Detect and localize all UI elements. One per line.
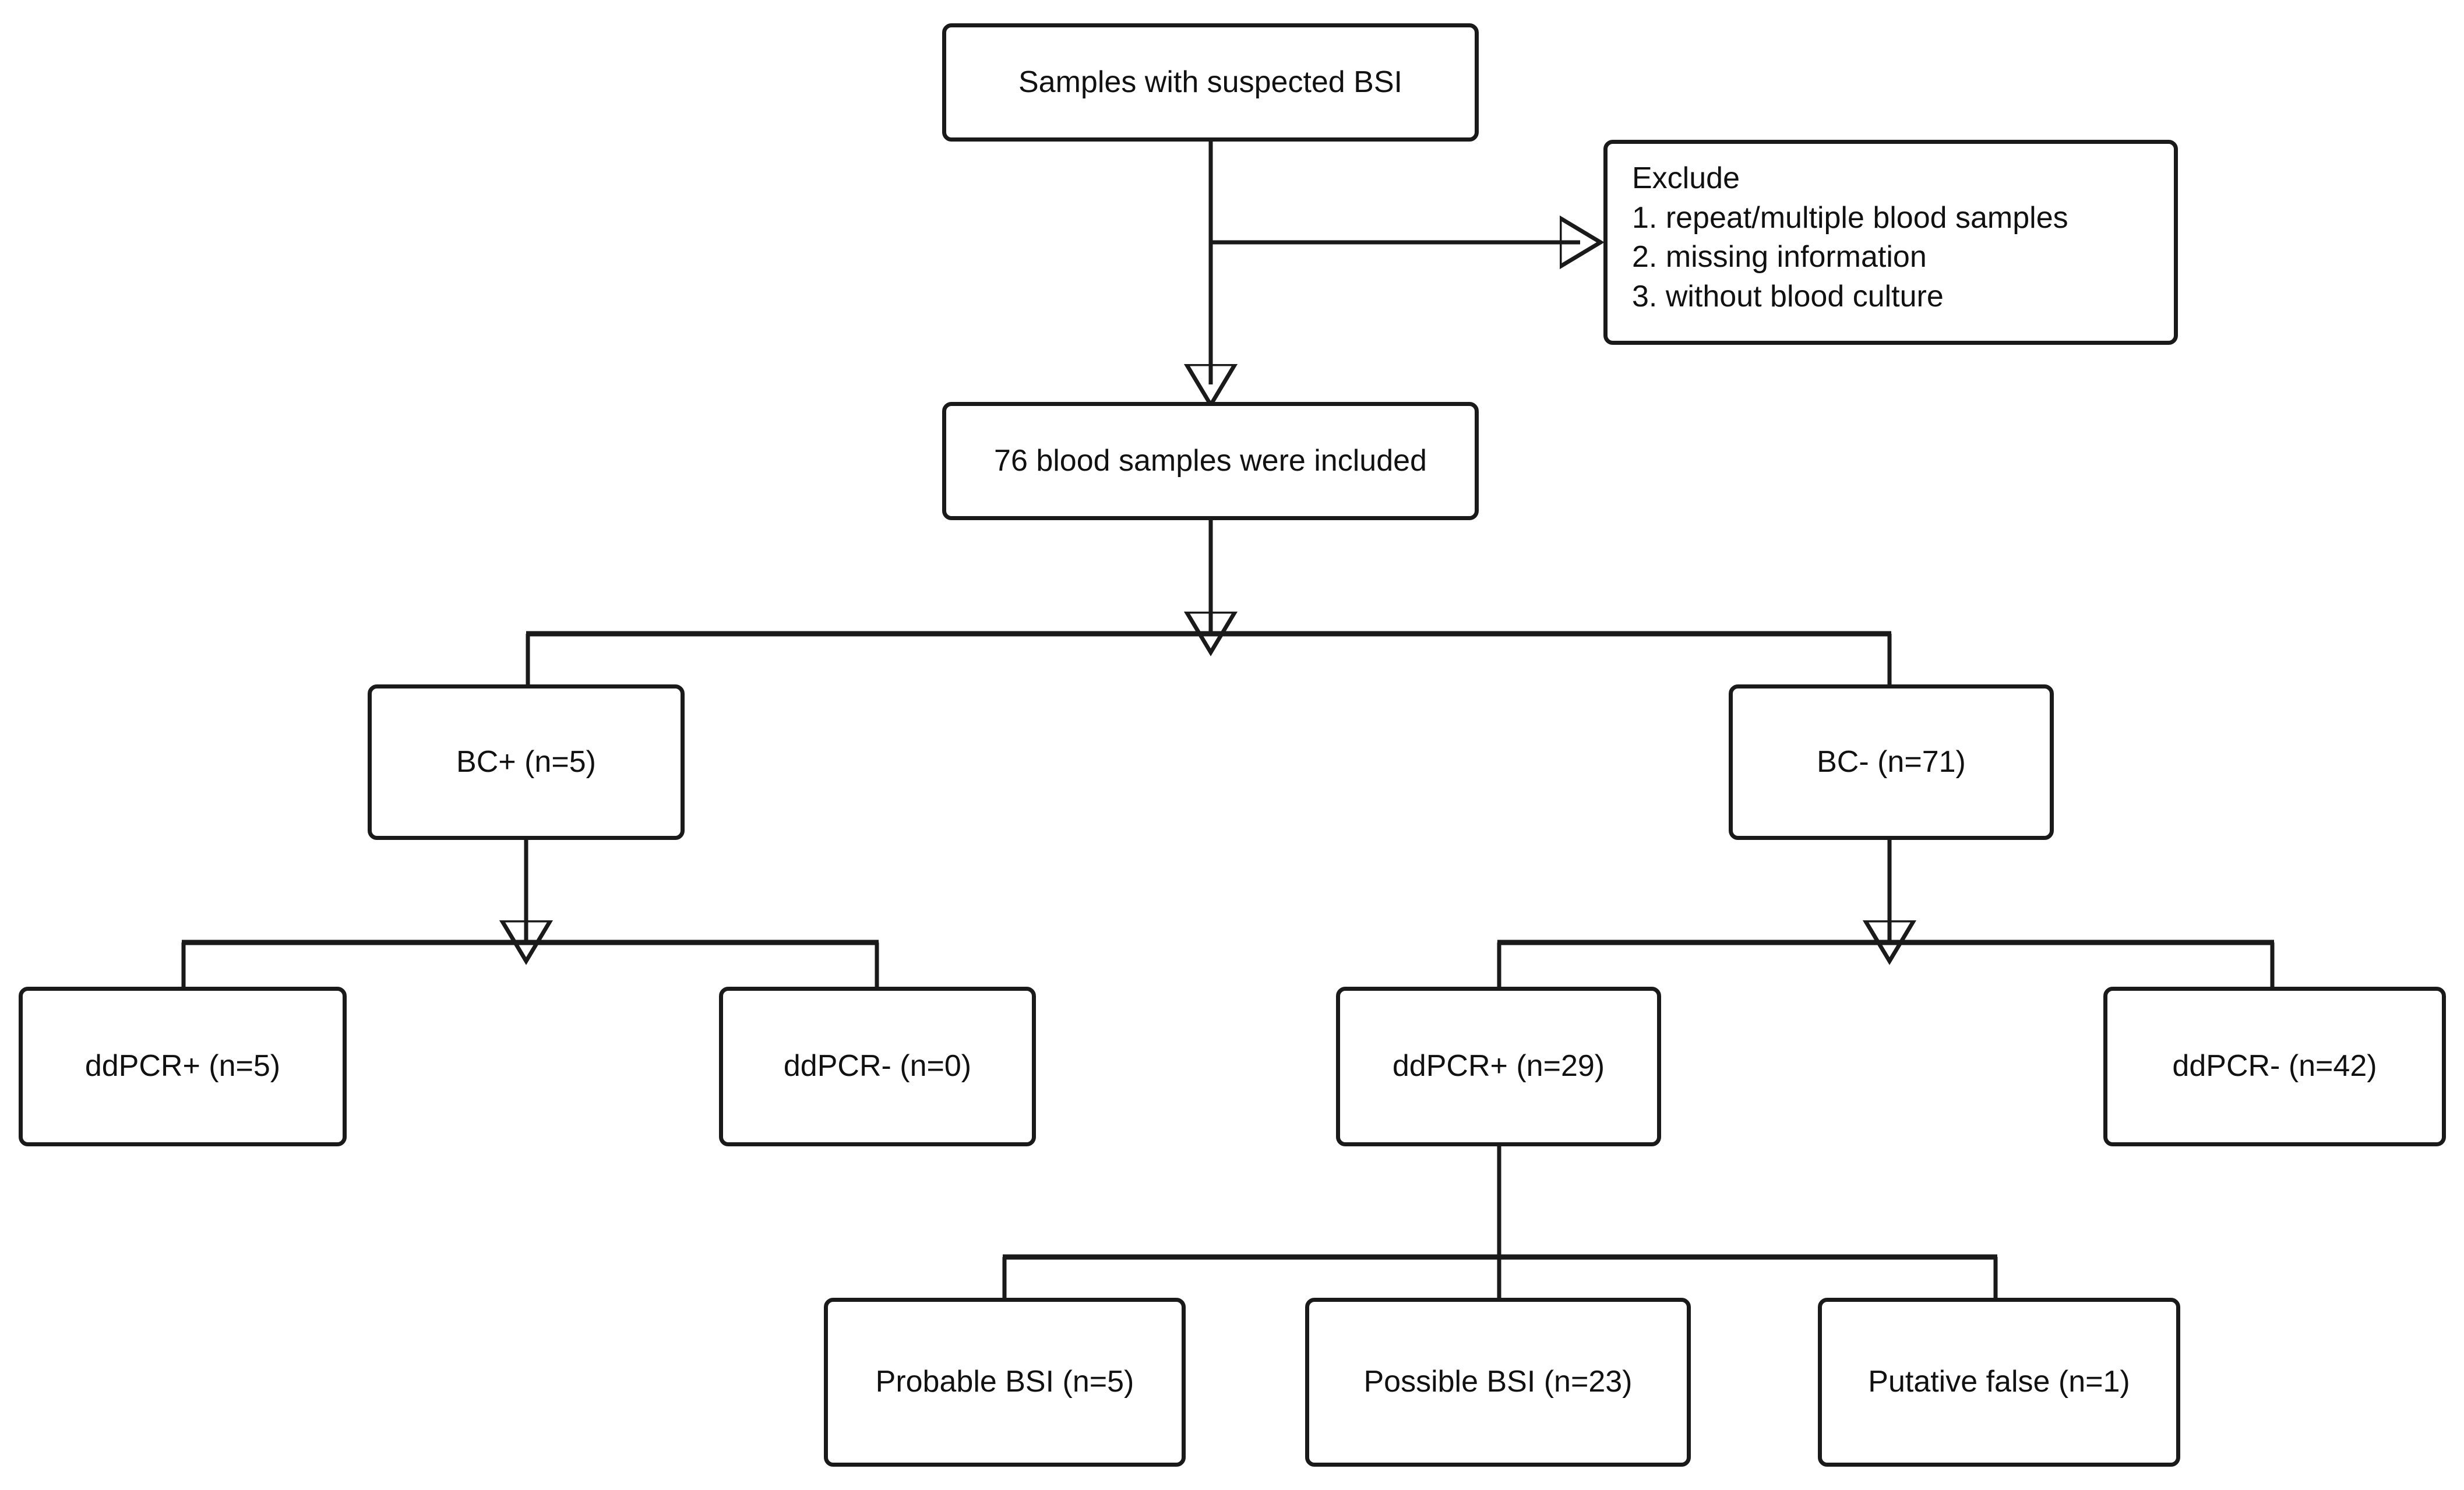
node-label: Samples with suspected BSI xyxy=(1018,65,1402,99)
node-ddpcr-negative-bc-negative[interactable]: ddPCR- (n=42) xyxy=(2103,987,2446,1146)
node-ddpcr-negative-bc-positive[interactable]: ddPCR- (n=0) xyxy=(719,987,1036,1146)
node-label: BC- (n=71) xyxy=(1817,744,1966,779)
node-putative-false[interactable]: Putative false (n=1) xyxy=(1818,1298,2180,1467)
node-exclude-criteria[interactable]: Exclude 1. repeat/multiple blood samples… xyxy=(1603,140,2178,345)
exclude-reason-3: 3. without blood culture xyxy=(1632,279,1944,313)
node-ddpcr-positive-bc-positive[interactable]: ddPCR+ (n=5) xyxy=(19,987,347,1146)
node-label: ddPCR+ (n=29) xyxy=(1392,1049,1605,1083)
node-bc-positive[interactable]: BC+ (n=5) xyxy=(368,684,685,840)
node-label: ddPCR- (n=0) xyxy=(783,1049,972,1083)
exclude-reason-1: 1. repeat/multiple blood samples xyxy=(1632,200,2068,235)
node-label: BC+ (n=5) xyxy=(456,744,596,779)
node-label: ddPCR- (n=42) xyxy=(2172,1049,2377,1083)
node-samples-suspected-bsi[interactable]: Samples with suspected BSI xyxy=(942,23,1479,142)
node-blood-samples-included[interactable]: 76 blood samples were included xyxy=(942,402,1479,520)
node-possible-bsi[interactable]: Possible BSI (n=23) xyxy=(1305,1298,1691,1467)
node-label: Putative false (n=1) xyxy=(1868,1365,2130,1399)
node-label: Probable BSI (n=5) xyxy=(875,1365,1134,1399)
exclude-reason-2: 2. missing information xyxy=(1632,240,1927,274)
exclude-heading: Exclude xyxy=(1632,161,1740,195)
node-probable-bsi[interactable]: Probable BSI (n=5) xyxy=(824,1298,1186,1467)
node-label: 76 blood samples were included xyxy=(994,443,1427,478)
node-label: ddPCR+ (n=5) xyxy=(84,1049,281,1083)
node-ddpcr-positive-bc-negative[interactable]: ddPCR+ (n=29) xyxy=(1336,987,1661,1146)
node-bc-negative[interactable]: BC- (n=71) xyxy=(1729,684,2054,840)
node-label: Possible BSI (n=23) xyxy=(1363,1365,1633,1399)
